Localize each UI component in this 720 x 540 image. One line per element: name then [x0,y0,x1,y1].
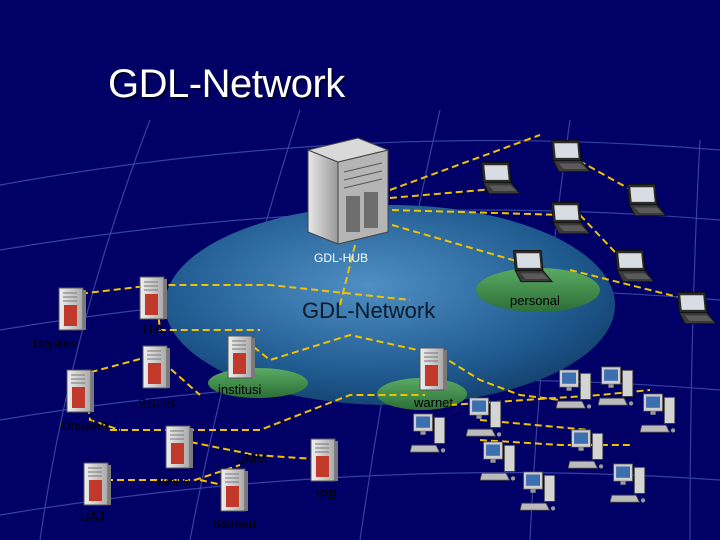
page-title: GDL-Network [108,62,345,106]
hub-server-tower-icon [306,137,390,245]
server-icon [83,462,112,506]
desktop-workstation-icon [598,366,634,407]
laptop-icon [481,161,521,195]
server-icon [310,438,339,482]
laptop-icon [627,183,667,217]
server-icon [139,276,168,320]
desktop-workstation-icon [640,393,676,434]
desktop-workstation-icon [466,397,502,438]
network-links [69,134,691,491]
zone-personal-label: personal [510,293,560,308]
desktop-workstation-icon [610,463,646,504]
server-icon [165,425,194,469]
node-label-umm: UMM [236,451,268,466]
node-label-itb: ITB [143,322,164,337]
desktop-workstation-icon [480,441,516,482]
node-label-unsyiah: Unsyiah [61,418,108,433]
server-icon [227,335,256,379]
node-label-rshs: RSHS [138,396,175,411]
laptop-icon [551,139,591,173]
desktop-workstation-icon [520,471,556,512]
node-label-uaj: UAJ [80,509,105,524]
desktop-workstation-icon [410,413,446,454]
node-label-salman: Salman [212,516,257,531]
server-icon [66,369,95,413]
desktop-workstation-icon [568,429,604,470]
laptop-icon [615,249,655,283]
node-label-depkes: Depkes [33,336,78,351]
server-icon [58,287,87,331]
hub-label: GDL-HUB [314,251,369,265]
zone-personal [476,268,600,312]
server-icon [220,468,249,512]
laptop-icon [551,201,591,235]
desktop-workstation-icon [556,369,592,410]
node-label-binus: Binus [157,474,190,489]
server-icon [419,347,448,391]
laptop-icon [677,291,717,325]
hub-disc [165,205,615,405]
zone-warnet-label: warnet [414,395,454,410]
server-icon [142,345,171,389]
node-label-ipb: IPB [316,487,337,502]
zone-institusi-label: institusi [218,382,262,397]
center-network-label: GDL-Network [302,298,436,323]
